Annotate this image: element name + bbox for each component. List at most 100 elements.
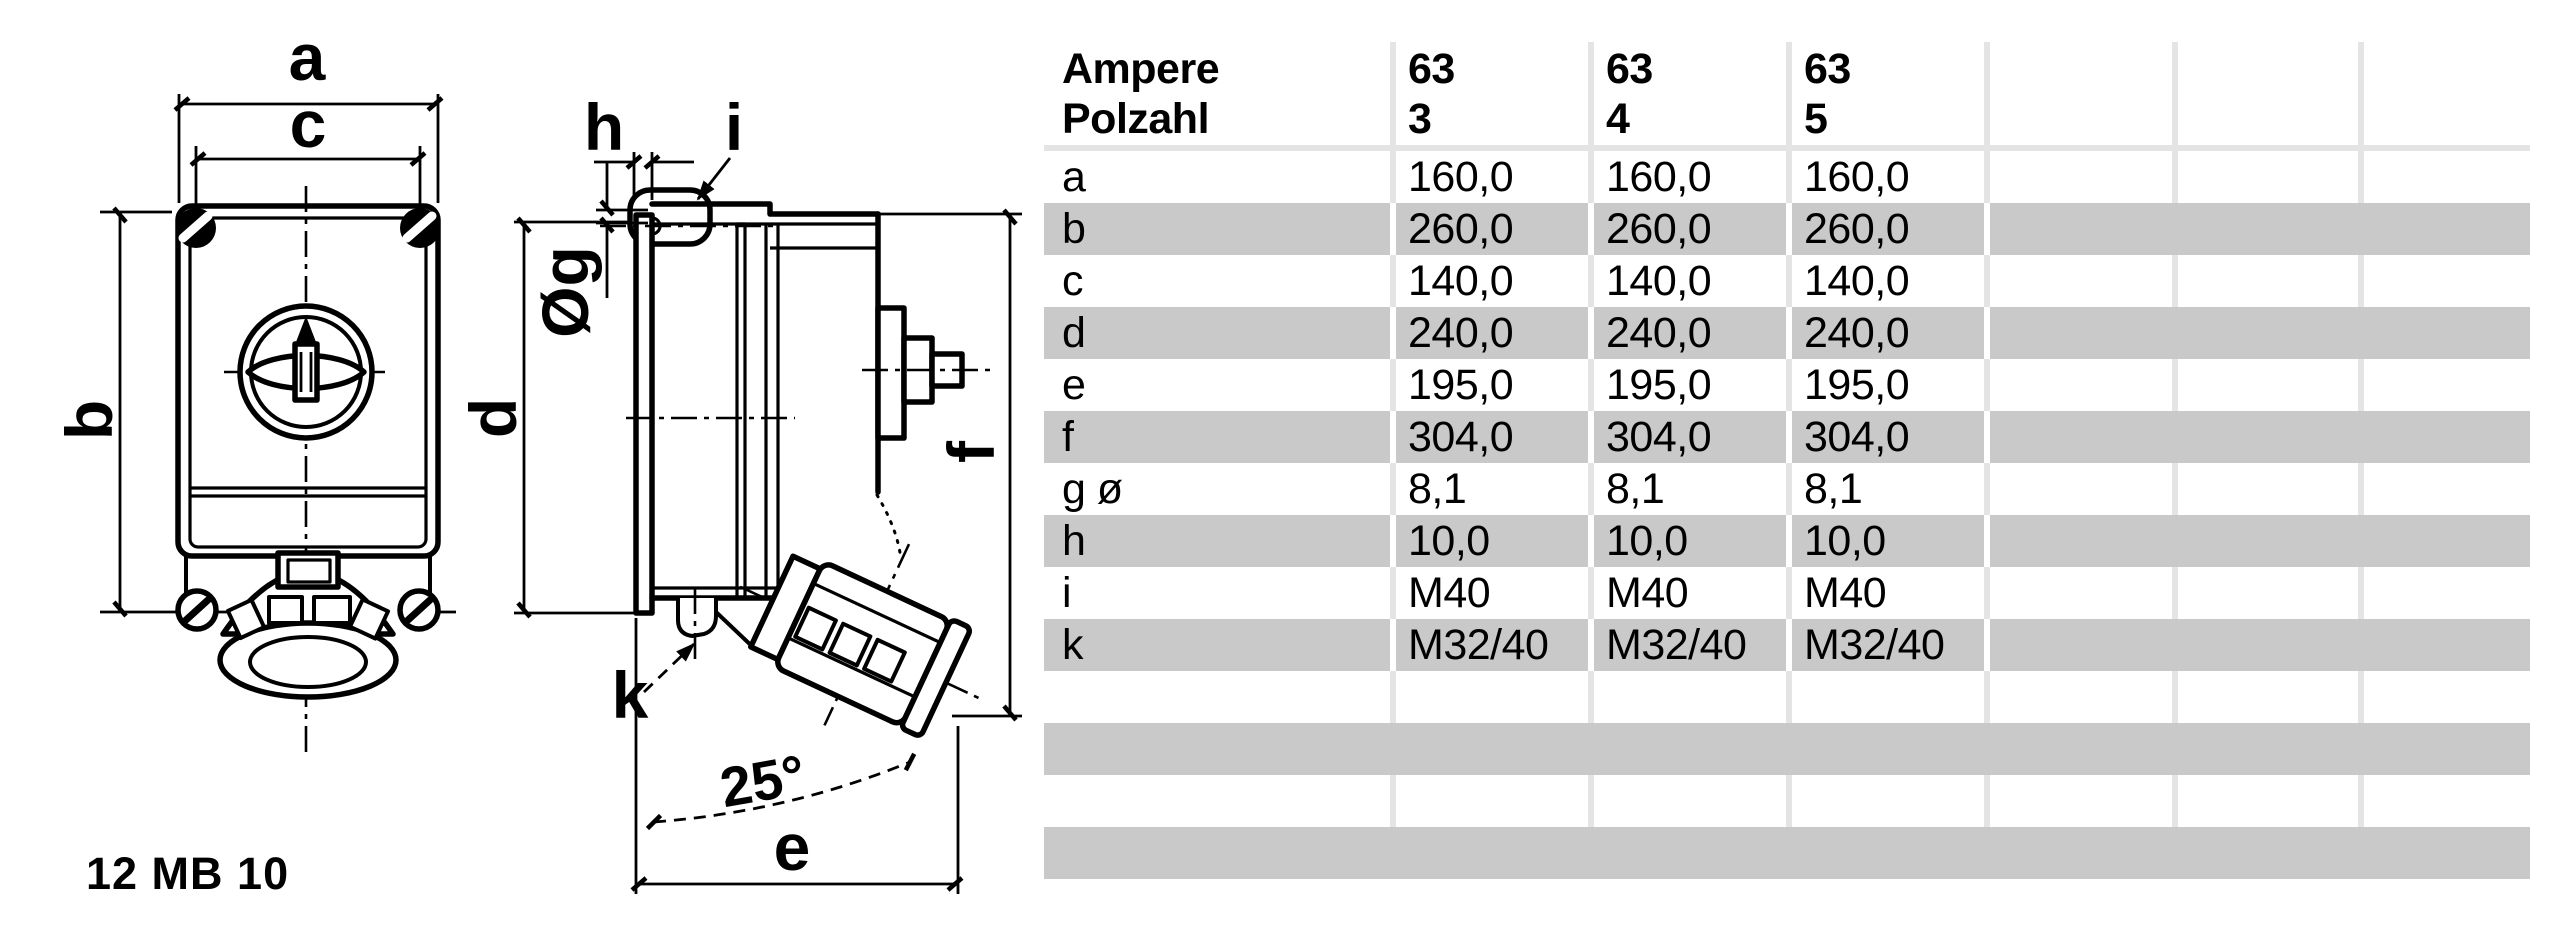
- enclosure-inner-line: [188, 216, 428, 549]
- empty-cell: [1984, 411, 2172, 463]
- bayonet-lug: [225, 597, 267, 641]
- cell-value: 260,0: [1390, 203, 1588, 255]
- empty-cell: [1786, 775, 1984, 827]
- empty-cell: [2172, 151, 2358, 203]
- socket-rib: [827, 621, 873, 668]
- header-empty-cell: [2358, 42, 2530, 145]
- table-empty-row: [1044, 723, 2530, 775]
- table-header-row: Ampere Polzahl 63 3 63 4 63 5: [1044, 42, 2530, 145]
- cell-value: 140,0: [1786, 255, 1984, 307]
- empty-cell: [1390, 775, 1588, 827]
- corner-screw: [176, 208, 216, 248]
- dim-label-b: b: [52, 400, 126, 440]
- empty-cell: [2172, 515, 2358, 567]
- empty-cell: [1984, 515, 2172, 567]
- table-empty-row: [1044, 671, 2530, 723]
- flange-inner-ring: [248, 635, 368, 689]
- cell-value: 195,0: [1588, 359, 1786, 411]
- row-label: k: [1062, 621, 1084, 669]
- socket-flange: [217, 550, 399, 700]
- empty-cell: [1984, 619, 2172, 671]
- side-view: d: [456, 90, 1022, 894]
- empty-cell: [1984, 671, 2172, 723]
- table-row-f: f 304,0 304,0 304,0: [1044, 411, 2530, 463]
- cell-value: 10,0: [1786, 515, 1984, 567]
- header-divider: [1044, 145, 2530, 151]
- cell-value: M40: [1390, 567, 1588, 619]
- empty-cell: [1984, 255, 2172, 307]
- technical-drawing: a c b: [52, 20, 1022, 894]
- row-label: b: [1062, 205, 1086, 253]
- table-row-k: k M32/40 M32/40 M32/40: [1044, 619, 2530, 671]
- cell-value: M32/40: [1786, 619, 1984, 671]
- empty-cell: [2172, 411, 2358, 463]
- empty-cell: [2172, 203, 2358, 255]
- socket-rib: [862, 637, 907, 684]
- dim-label-i: i: [725, 90, 743, 164]
- dimension-a: a: [173, 20, 444, 203]
- empty-cell: [2172, 255, 2358, 307]
- cell-value: 260,0: [1588, 203, 1786, 255]
- header-empty-cell: [2172, 42, 2358, 145]
- cell-value: 195,0: [1786, 359, 1984, 411]
- rotary-switch-knob: [237, 303, 375, 441]
- row-label: c: [1062, 257, 1084, 305]
- cell-value: 140,0: [1390, 255, 1588, 307]
- empty-cell: [1588, 671, 1786, 723]
- empty-cell: [2358, 775, 2530, 827]
- ampere-value: 63: [1408, 45, 1455, 93]
- cell-value: 10,0: [1390, 515, 1588, 567]
- table-row-e: e 195,0 195,0 195,0: [1044, 359, 2530, 411]
- bayonet-lug: [267, 595, 304, 625]
- wall-plate: [633, 212, 655, 616]
- empty-cell: [1390, 671, 1588, 723]
- empty-cell: [1786, 671, 1984, 723]
- empty-cell: [2358, 307, 2530, 359]
- ampere-value: 63: [1804, 45, 1851, 93]
- row-label: d: [1062, 309, 1086, 357]
- table-row-a: a 160,0 160,0 160,0: [1044, 151, 2530, 203]
- empty-cell: [2358, 567, 2530, 619]
- empty-cell: [1984, 359, 2172, 411]
- empty-cell: [2172, 619, 2358, 671]
- empty-cell: [2358, 411, 2530, 463]
- table-empty-row: [1044, 827, 2530, 879]
- dim-label-h: h: [584, 90, 624, 164]
- header-ampere-label: Ampere: [1062, 45, 1220, 93]
- header-column: 63 5: [1786, 42, 1984, 145]
- dimension-table: Ampere Polzahl 63 3 63 4 63 5 a 160,0 16: [1044, 42, 2530, 879]
- cell-value: 260,0: [1786, 203, 1984, 255]
- empty-cell: [1984, 203, 2172, 255]
- cell-value: 140,0: [1588, 255, 1786, 307]
- dimension-d: d: [456, 216, 650, 619]
- empty-cell: [2172, 307, 2358, 359]
- dim-label-g: Øg: [528, 246, 602, 338]
- poles-value: 3: [1408, 95, 1432, 143]
- corner-transition: [875, 493, 903, 562]
- empty-cell: [1984, 775, 2172, 827]
- table-row-g: g ø 8,1 8,1 8,1: [1044, 463, 2530, 515]
- dimension-g: Øg: [528, 162, 648, 338]
- empty-cell: [2358, 359, 2530, 411]
- cell-value: 195,0: [1390, 359, 1588, 411]
- table-row-i: i M40 M40 M40: [1044, 567, 2530, 619]
- dim-label-a: a: [289, 20, 327, 94]
- switch-pointer: [296, 316, 316, 342]
- front-view: a c b: [52, 20, 456, 758]
- socket-underside: [714, 610, 758, 652]
- empty-cell: [2358, 203, 2530, 255]
- row-label: g ø: [1062, 465, 1123, 513]
- empty-cell: [2172, 775, 2358, 827]
- cell-value: 304,0: [1588, 411, 1786, 463]
- dim-label-d: d: [456, 398, 530, 438]
- row-label: i: [1062, 569, 1072, 617]
- dim-label-k: k: [612, 658, 649, 732]
- header-label-cell: Ampere Polzahl: [1044, 42, 1390, 145]
- table-empty-row: [1044, 775, 2530, 827]
- empty-cell: [1984, 567, 2172, 619]
- dim-label-f: f: [934, 440, 1008, 463]
- empty-cell: [2358, 619, 2530, 671]
- cell-value: M32/40: [1588, 619, 1786, 671]
- header-column: 63 3: [1390, 42, 1588, 145]
